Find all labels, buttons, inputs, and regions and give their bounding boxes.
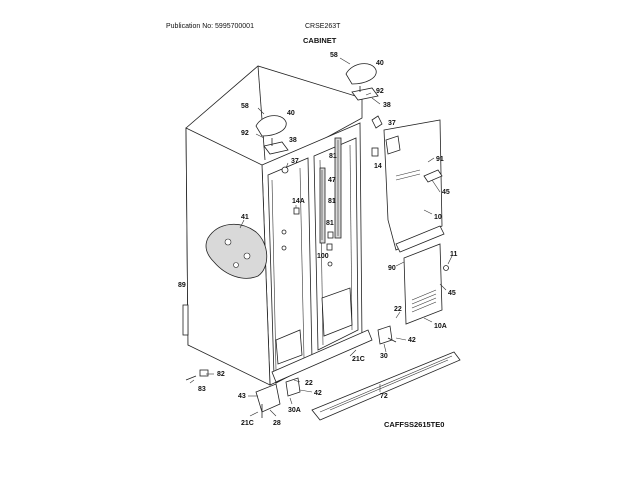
callout-81-upper: 81 bbox=[329, 153, 337, 160]
callout-83: 83 bbox=[198, 386, 206, 393]
cabinet-body bbox=[182, 65, 373, 386]
bottom-hinge-right bbox=[377, 325, 397, 345]
callout-22-right: 22 bbox=[394, 306, 402, 313]
callout-14: 14 bbox=[374, 163, 382, 170]
diagram-code: CAFFSS2615TE0 bbox=[384, 420, 445, 429]
callout-58-left: 58 bbox=[241, 103, 249, 110]
callout-92-top: 92 bbox=[376, 88, 384, 95]
callout-92-left: 92 bbox=[241, 130, 249, 137]
leveler-parts bbox=[185, 369, 209, 381]
fasteners bbox=[281, 147, 379, 267]
callout-37-left: 37 bbox=[291, 158, 299, 165]
callout-45-lower: 45 bbox=[448, 290, 456, 297]
callout-100: 100 bbox=[317, 253, 329, 260]
shelf-rails bbox=[319, 137, 342, 244]
callout-90: 90 bbox=[388, 265, 396, 272]
callout-45-upper: 45 bbox=[442, 189, 450, 196]
top-hinge-left bbox=[255, 115, 289, 155]
callout-41: 41 bbox=[241, 214, 249, 221]
callout-58-top: 58 bbox=[330, 52, 338, 59]
control-panel bbox=[383, 119, 445, 253]
callout-10: 10 bbox=[434, 214, 442, 221]
callout-47: 47 bbox=[328, 177, 336, 184]
callout-22-left: 22 bbox=[305, 380, 313, 387]
callout-42-right: 42 bbox=[408, 337, 416, 344]
publication-number: Publication No: 5995700001 bbox=[166, 23, 254, 30]
callout-42-left: 42 bbox=[314, 390, 322, 397]
section-title: CABINET bbox=[303, 36, 337, 45]
callout-28: 28 bbox=[273, 420, 281, 427]
toe-grille bbox=[311, 351, 461, 421]
callout-89: 89 bbox=[178, 282, 186, 289]
vent-panel bbox=[403, 243, 449, 325]
part-callouts: 58 40 92 38 37 58 40 92 38 37 91 14 45 8… bbox=[178, 52, 458, 427]
callout-30: 30 bbox=[380, 353, 388, 360]
model-number: CRSE263T bbox=[305, 23, 341, 30]
callout-43: 43 bbox=[238, 393, 246, 400]
callout-11: 11 bbox=[450, 251, 458, 258]
insulation-part bbox=[205, 224, 268, 279]
callout-21C-upper: 21C bbox=[352, 356, 365, 363]
callout-91: 91 bbox=[436, 156, 444, 163]
callout-40-top: 40 bbox=[376, 60, 384, 67]
top-hinge-right bbox=[345, 63, 383, 129]
callout-82: 82 bbox=[217, 371, 225, 378]
leader-lines bbox=[189, 57, 453, 417]
callout-14A: 14A bbox=[292, 198, 305, 205]
callout-21C-lower: 21C bbox=[241, 420, 254, 427]
callout-38-left: 38 bbox=[289, 137, 297, 144]
callout-30A: 30A bbox=[288, 407, 301, 414]
callout-81-middle: 81 bbox=[328, 198, 336, 205]
callout-38-top: 38 bbox=[383, 102, 391, 109]
callout-10A: 10A bbox=[434, 323, 447, 330]
callout-72: 72 bbox=[380, 393, 388, 400]
bottom-hinge-left bbox=[255, 377, 301, 418]
callout-40-left: 40 bbox=[287, 110, 295, 117]
callout-37-top: 37 bbox=[388, 120, 396, 127]
callout-81-lower: 81 bbox=[326, 220, 334, 227]
